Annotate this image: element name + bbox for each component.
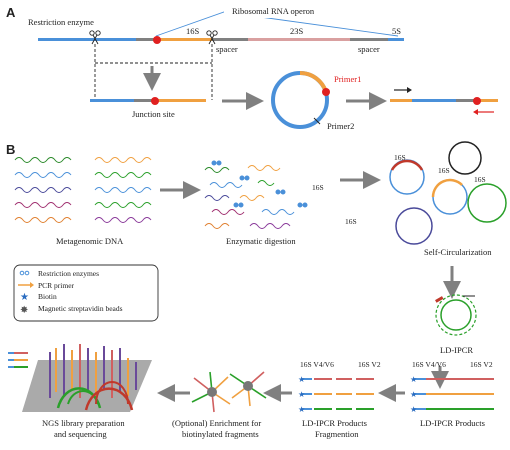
biotin-star-icon: ★ [410,390,417,399]
selfcirc-label: Self-Circularization [424,247,492,257]
primer2-label: Primer2 [327,121,354,131]
read-icons [8,352,28,368]
gene-23s-label: 23S [290,26,304,36]
biotin-star-icon: ★ [410,405,417,414]
legend-restriction: Restriction enzymes [38,269,99,278]
prod-v4v6-label: 16S V4/V6 [412,360,446,369]
legend-beads: Magnetic streptavidin beads [38,304,123,313]
legend-pcr-primer: PCR primer [38,281,75,290]
scissors-icon [206,30,218,45]
scissors-icon [211,160,308,208]
spacer-label-1: spacer [216,44,238,54]
legend-box: Restriction enzymes PCR primer ★ Biotin … [13,264,159,322]
biotin-star-icon: ★ [298,375,305,384]
ngs-label-line1: NGS library preparation [42,418,125,428]
junction-dot [151,97,159,105]
enrichment-label-line2: biotinylated fragments [182,429,259,439]
junction-dot [322,88,330,96]
biotin-star-icon: ★ [20,292,29,303]
linear-product [390,99,498,102]
enrichment-beads [191,371,267,413]
ldipcr-products-label: LD-IPCR Products [420,418,485,428]
digested-fragments [204,165,295,229]
pcr-primer-icon [18,282,34,288]
digest-16s-label-1: 16S [312,183,324,192]
enrichment-label-line1: (Optional) Enrichment for [172,418,261,428]
gene-5s-label: 5S [392,26,401,36]
ngs-label-line2: and sequencing [54,429,107,439]
frag-v4v6-label: 16S V4/V6 [300,360,334,369]
fragmented-products [302,378,374,410]
spacer-label-2: spacer [358,44,380,54]
panel-label-a: A [6,5,16,20]
gene-16s-label: 16S [186,26,200,36]
circ-16s-label-3: 16S [474,175,486,184]
metagenomic-dna [14,157,152,223]
junction-dot [153,36,161,44]
prod-v2-label: 16S V2 [470,360,493,369]
junction-construct [90,99,206,102]
restriction-enzyme-label: Restriction enzyme [28,17,94,27]
legend-biotin: Biotin [38,292,57,301]
circularized-fragments [389,141,507,245]
bead-icon: ✸ [20,305,28,316]
metagenomic-label: Metagenomic DNA [56,236,124,246]
circular-construct [271,70,329,129]
scissors-icon [89,30,101,45]
panel-label-b: B [6,142,15,157]
operon-line [38,38,404,41]
ngs-platform [22,344,152,412]
ldipcr-label: LD-IPCR [440,345,473,355]
biotin-star-icon: ★ [298,390,305,399]
fragmentation-label-line1: LD-IPCR Products [302,418,367,428]
circ-16s-label-1: 16S [394,153,406,162]
frag-v2-label: 16S V2 [358,360,381,369]
primer1-label: Primer1 [334,74,361,84]
junction-label: Junction site [132,109,175,119]
digest-16s-label-2: 16S [345,217,357,226]
ldipcr-circle [435,294,477,336]
biotin-star-icon: ★ [298,405,305,414]
junction-dot [473,97,481,105]
operon-label: Ribosomal RNA operon [232,6,315,16]
restriction-enzyme-icon [19,270,30,276]
ldipcr-products [414,378,494,410]
fragmentation-label-line2: Fragmention [315,429,359,439]
biotin-star-icon: ★ [410,375,417,384]
circ-16s-label-2: 16S [438,166,450,175]
digestion-label: Enzymatic digestion [226,236,296,246]
